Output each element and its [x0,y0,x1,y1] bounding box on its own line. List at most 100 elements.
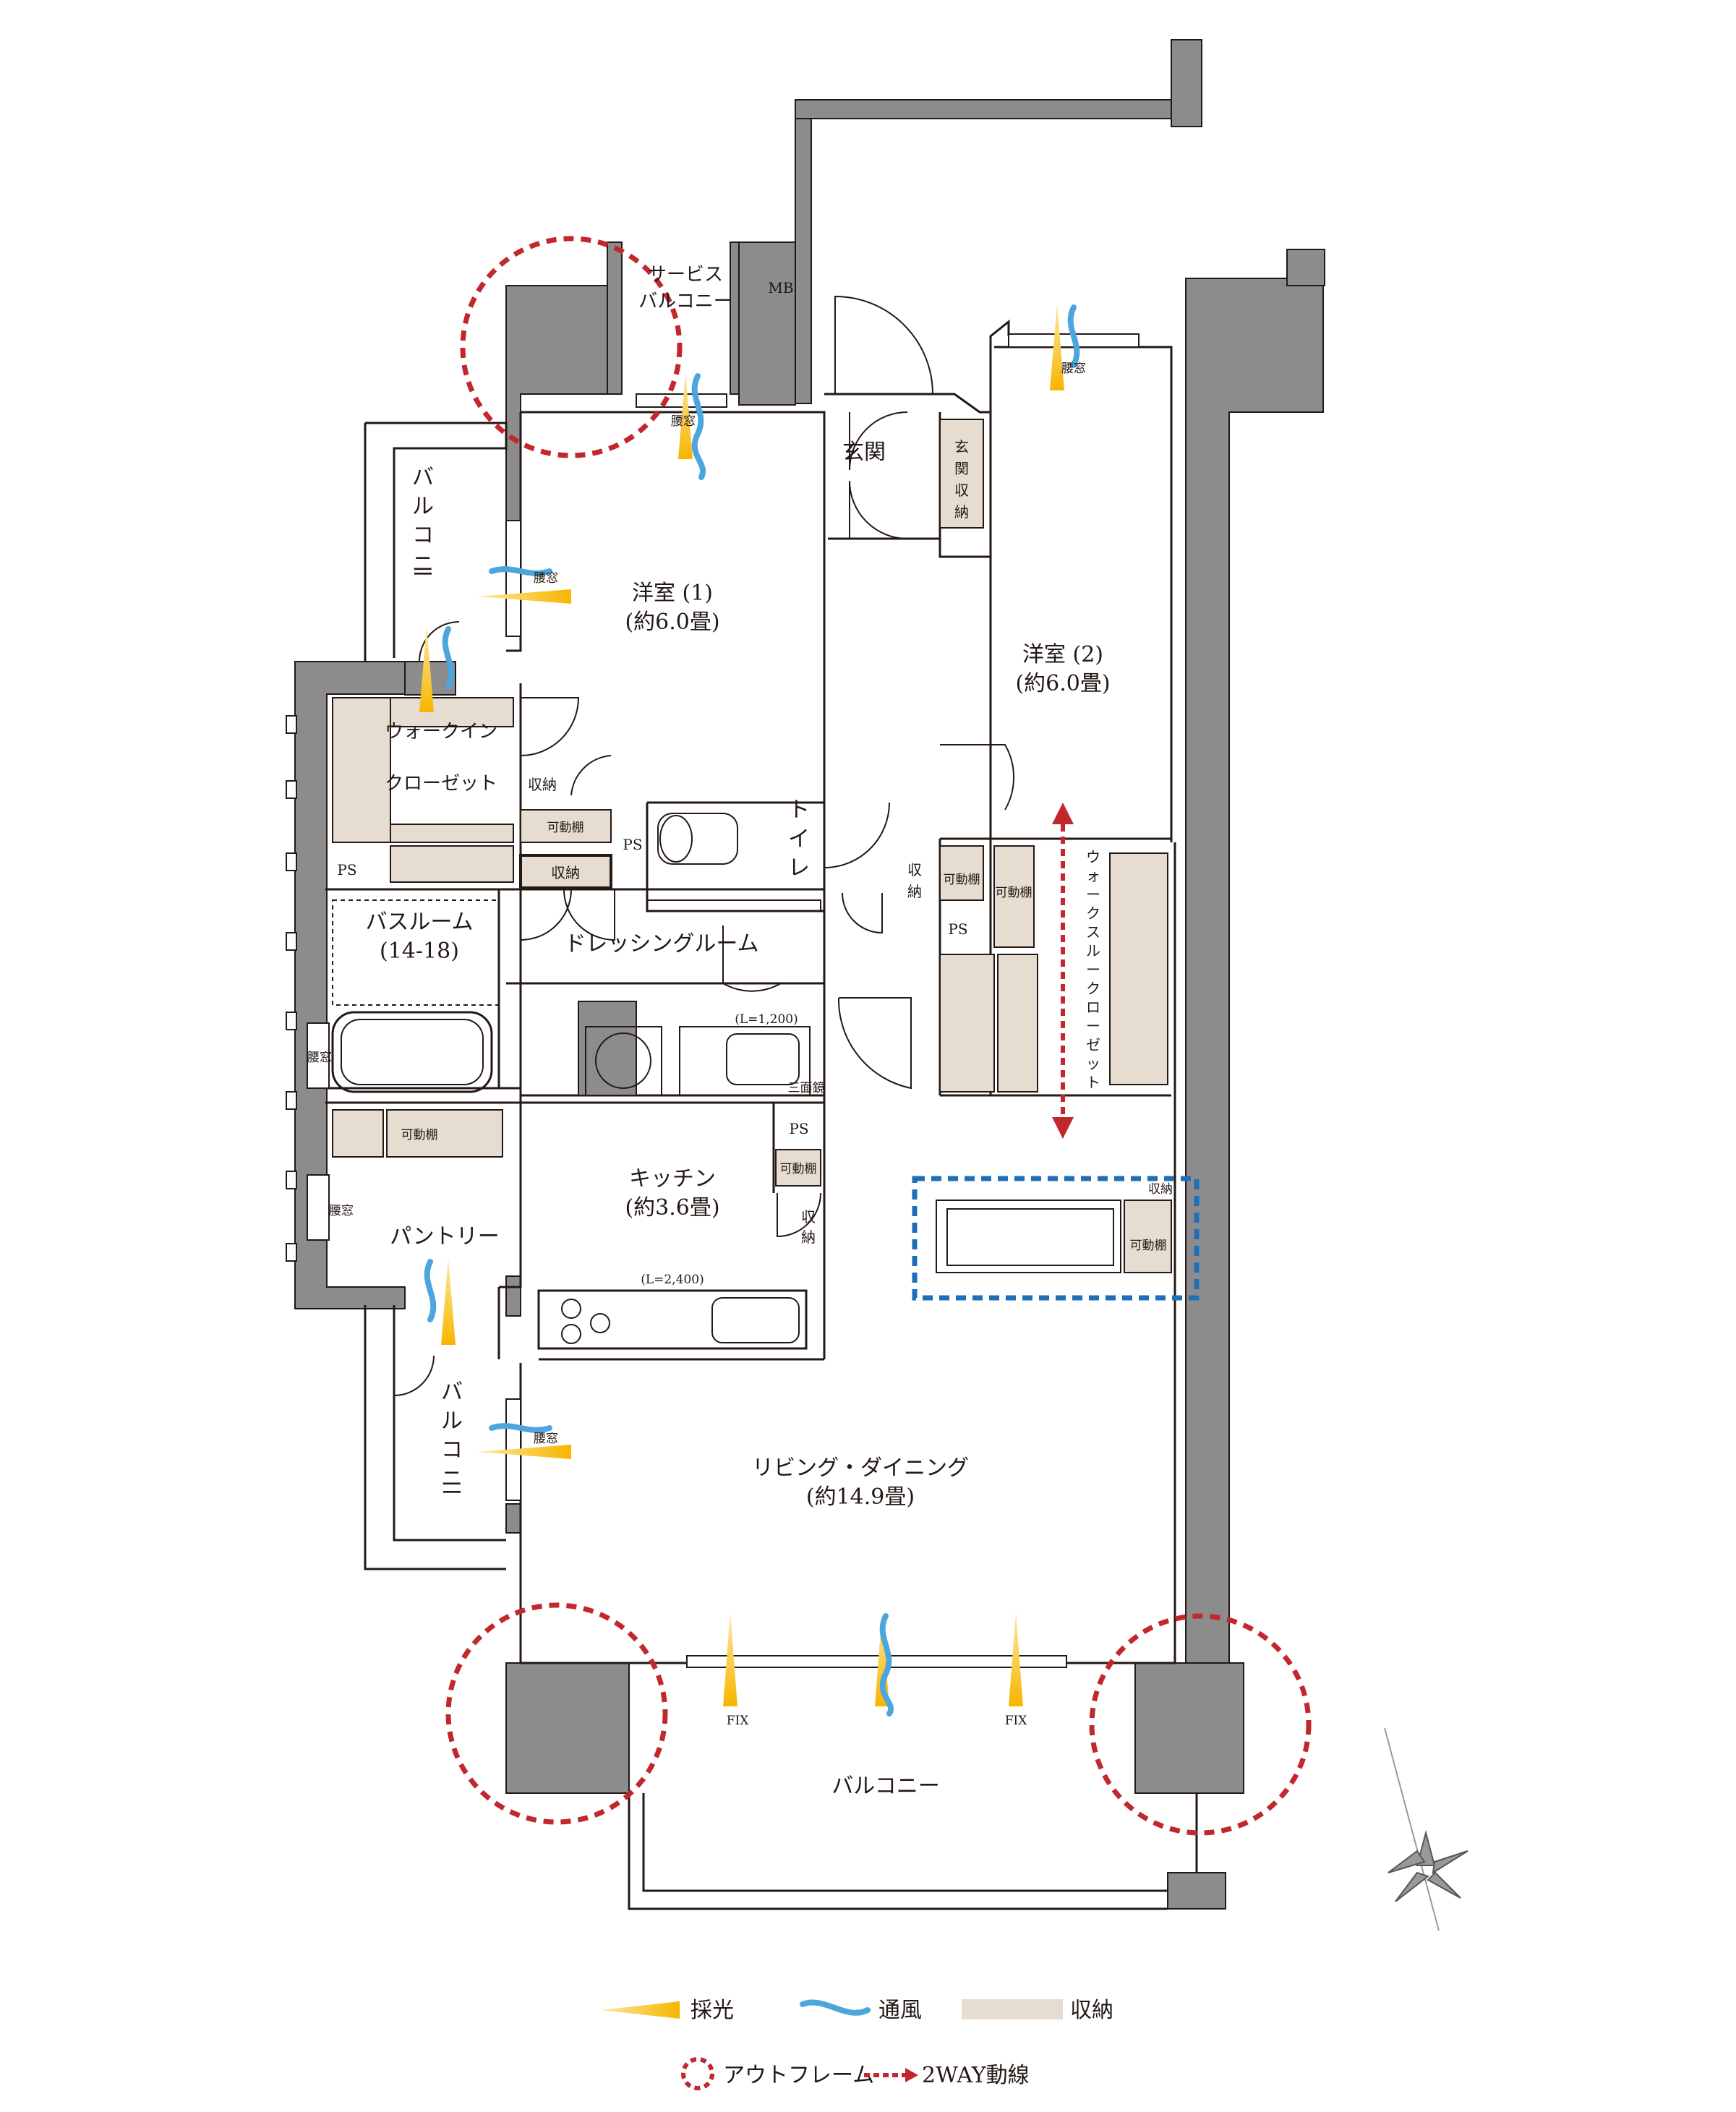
waist-window-right: 腰窓 [1061,362,1086,376]
movable-shelf-kitchen: 可動棚 [780,1162,817,1176]
storage-box-label: 収納 [551,864,580,881]
legend: 採光 通風 収納 アウトフレーム 2WAY動線 [600,1998,1113,2090]
storage-k-1: 収 [801,1208,816,1226]
balcony-ll-1: バ [441,1380,463,1405]
svg-text:ロ: ロ [1086,999,1100,1016]
triple-mirror-label: 三面鏡 [788,1081,825,1095]
balcony-ul-2: ル [412,494,434,519]
labels: サービス バルコニー MB 玄関 玄 関 収 納 洋室 (1) (約6.0畳) … [307,264,1173,1799]
kitchen-size: (約3.6畳) [625,1195,719,1220]
storage-small-label: 収納 [528,776,557,793]
walkin-closet-line2: クローゼット [385,773,497,795]
service-balcony-line1: サービス [648,264,723,286]
svg-text:ー: ー [1086,1017,1100,1035]
toilet-2: イ [788,826,810,852]
legend-storage-label: 収納 [1070,1998,1113,2023]
legend-outframe-label: アウトフレーム [723,2063,874,2088]
ps-wtc: PS [948,920,967,938]
ps-left: PS [337,861,356,878]
svg-text:ク: ク [1086,905,1100,922]
storage-k-2: 納 [801,1228,816,1246]
western-room-2-size: (約6.0畳) [1015,671,1110,696]
light-indicators-h [477,589,571,1459]
service-balcony-line2: バルコニー [638,291,732,312]
storage-v-2: 納 [907,883,922,900]
movable-shelf-left: 可動棚 [547,821,584,835]
walkthrough-closet-label: ウ ォ ー ク ス ル ー ク ロ ー ゼ ッ ト [1086,848,1100,1091]
legend-light-label: 採光 [690,1998,734,2023]
storage-living: 収納 [1148,1182,1173,1197]
storage-v-1: 収 [907,861,922,878]
outframe-circles [445,236,1312,1836]
balcony-ll-2: ル [441,1408,463,1434]
fix-right: FIX [1005,1714,1028,1728]
entrance-storage-3: 収 [954,482,969,499]
svg-text:ト: ト [1086,1074,1100,1091]
kitchen-name: キッチン [629,1166,716,1192]
svg-text:ッ: ッ [1086,1055,1100,1072]
living-dining-name: リビング・ダイニング [752,1455,969,1481]
legend-twoway-arrowhead [905,2068,918,2082]
legend-outframe-swatch [681,2057,714,2090]
balcony-ll-3: コ [441,1437,463,1463]
movable-shelf-wtc-2: 可動棚 [996,886,1032,900]
movable-shelf-pantry: 可動棚 [401,1128,438,1142]
movable-shelf-wtc-1: 可動棚 [944,873,980,887]
waist-window-top: 腰窓 [671,414,696,429]
balcony-bottom-label: バルコニー [831,1774,939,1799]
svg-text:ウ: ウ [1086,848,1100,865]
doors [393,295,1015,1397]
legend-twoway-label: 2WAY動線 [922,2063,1030,2088]
dressing-room-label: ドレッシングルーム [564,931,758,957]
walls [294,39,1325,1910]
movable-shelf-living: 可動棚 [1130,1239,1167,1253]
highlight-box [912,1176,1200,1301]
balcony-ll-5: ー [441,1481,463,1506]
ps-toilet: PS [623,836,642,853]
waist-window-left-upper: 腰窓 [534,571,558,586]
western-room-2-name: 洋室 (2) [1022,642,1103,667]
toilet-3: レ [788,855,810,881]
svg-text:ォ: ォ [1086,867,1100,884]
wind-indicators [424,304,1080,1716]
bathroom-size: (14-18) [380,939,459,964]
svg-text:ー: ー [1086,886,1100,903]
balcony-ul-3: コ [412,523,434,548]
svg-text:ル: ル [1086,942,1100,959]
legend-storage-swatch [962,1999,1063,2019]
svg-text:ク: ク [1086,980,1100,997]
svg-text:ゼ: ゼ [1086,1036,1100,1053]
balcony-ul-4: ニ [412,552,434,577]
pantry-label: パントリー [390,1224,500,1249]
balcony-ul-1: バ [412,465,434,490]
wall-notches [286,715,297,1262]
fix-left: FIX [727,1714,750,1728]
storage-areas [332,419,1172,1273]
legend-wind-swatch [800,1999,871,2016]
living-dining-size: (約14.9畳) [806,1484,915,1510]
toilet-1: ト [788,798,810,823]
entrance-storage-2: 関 [954,460,969,477]
vanity-length: (L=1,200) [735,1012,798,1027]
legend-light-swatch [600,2001,680,2019]
mb-label: MB [768,279,793,296]
balcony-ll-4: ニ [441,1466,463,1492]
walkin-closet-line1: ウォークイン [385,721,497,743]
entrance-storage-1: 玄 [954,438,969,456]
entrance-label: 玄関 [842,440,886,465]
western-room-1-name: 洋室 (1) [632,581,713,606]
legend-wind-label: 通風 [878,1998,922,2023]
svg-text:ス: ス [1086,923,1100,941]
svg-text:ー: ー [1086,961,1100,978]
western-room-1-size: (約6.0畳) [625,610,719,635]
bathroom-name: バスルーム [365,910,473,935]
waist-window-left-lower: 腰窓 [534,1432,558,1446]
twoway-arrow [1052,803,1074,1139]
waist-window-pantry: 腰窓 [329,1204,354,1218]
entrance-storage-4: 納 [954,503,969,521]
balcony-ul-5: ー [412,563,434,588]
fixtures [331,813,1121,1350]
kitchen-length: (L=2,400) [641,1273,704,1287]
compass-icon [1384,1727,1468,1931]
